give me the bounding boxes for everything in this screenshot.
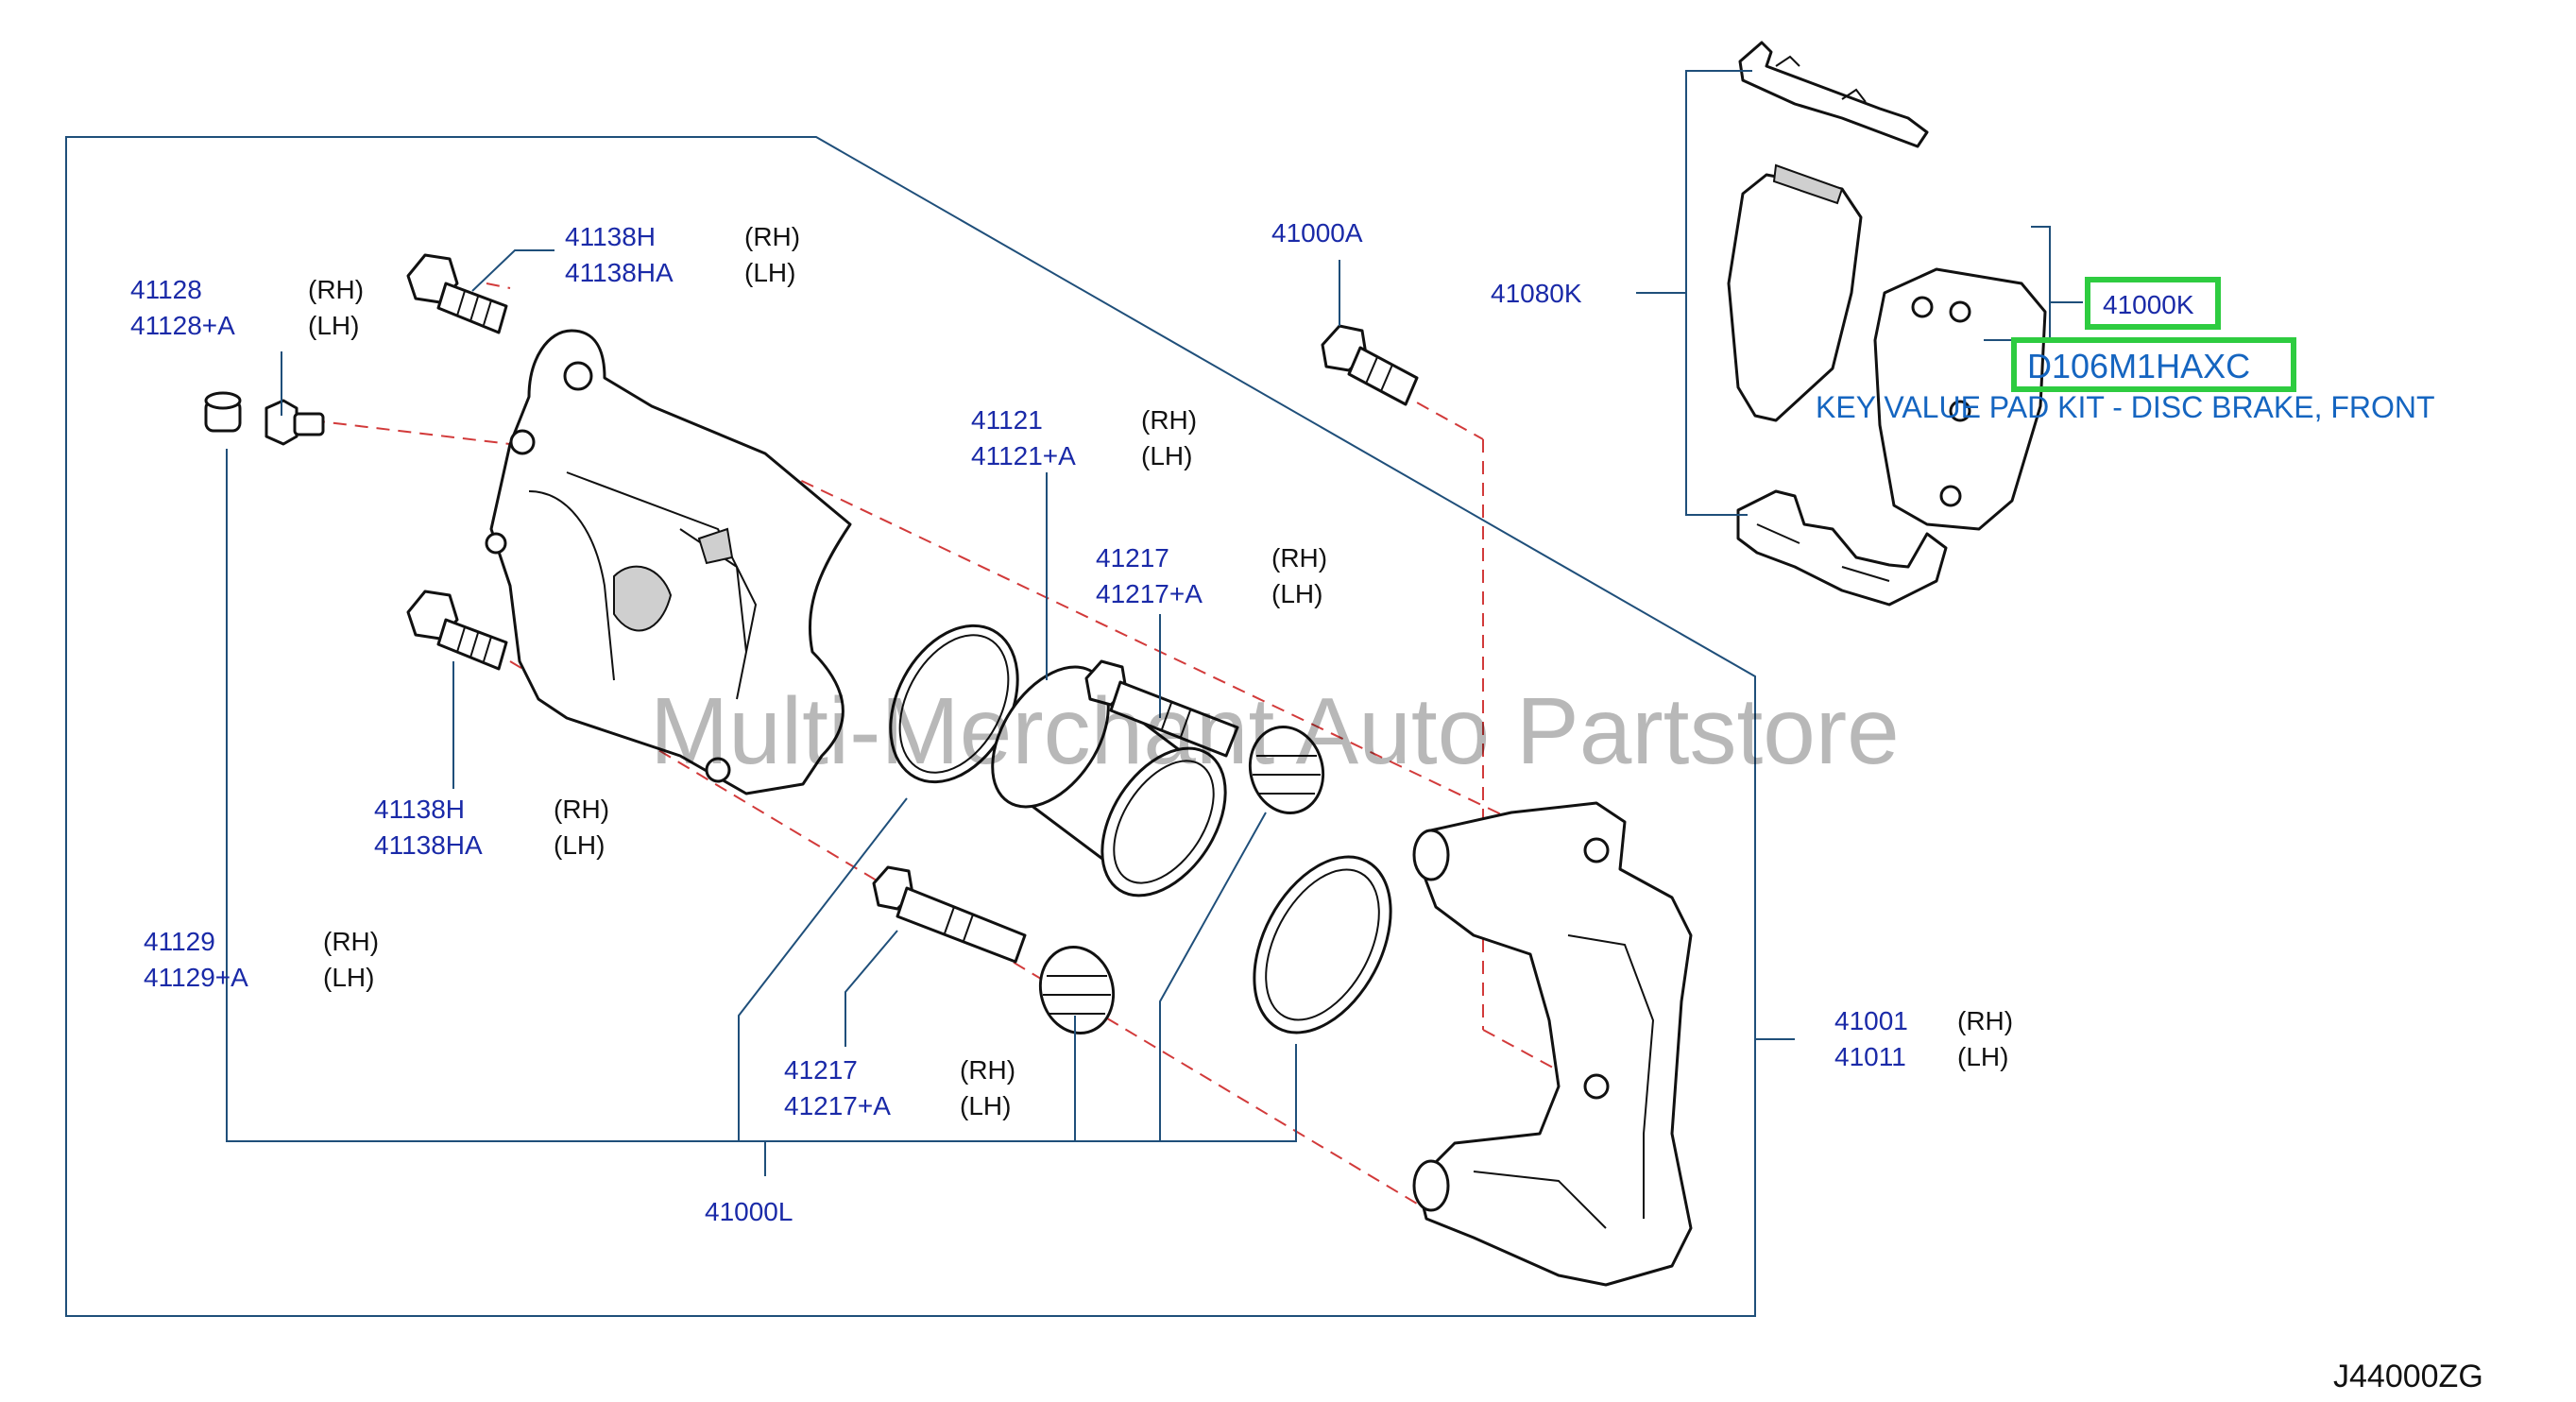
part-number: 41138HA bbox=[374, 830, 483, 860]
side-label: (RH) bbox=[554, 795, 609, 824]
side-label: (LH) bbox=[1141, 441, 1192, 470]
part-number: 41138H bbox=[565, 222, 656, 251]
side-label: (RH) bbox=[308, 275, 364, 304]
callout-41121: 41121 41121+A (RH) (LH) bbox=[971, 405, 1197, 470]
callout-41001: 41001 41011 (RH) (LH) bbox=[1834, 1006, 2013, 1071]
caliper-support-bracket bbox=[1412, 801, 1693, 1287]
pad-clip-upper bbox=[1738, 41, 1929, 148]
highlight-code-box bbox=[2011, 337, 2296, 392]
side-label: (RH) bbox=[960, 1055, 1015, 1085]
slide-pin-upper bbox=[1084, 659, 1239, 758]
part-number: 41129+A bbox=[144, 963, 248, 992]
highlight-part-box bbox=[2085, 277, 2221, 330]
leader-lines bbox=[226, 70, 2083, 1176]
side-label: (LH) bbox=[1271, 579, 1322, 608]
part-number: 41217 bbox=[1096, 543, 1169, 573]
part-number: 41128 bbox=[130, 275, 202, 304]
caliper-piston bbox=[991, 665, 1227, 898]
highlight-part-number: 41000K bbox=[2103, 290, 2194, 319]
highlight-description: KEY VALUE PAD KIT - DISC BRAKE, FRONT bbox=[1816, 390, 2435, 424]
side-label: (RH) bbox=[1141, 405, 1197, 435]
dust-seal bbox=[1253, 855, 1392, 1034]
part-number: 41121+A bbox=[971, 441, 1076, 470]
watermark: Multi-Merchant Auto Partstore bbox=[650, 678, 1900, 784]
side-label: (LH) bbox=[960, 1091, 1011, 1120]
part-number: 41138HA bbox=[565, 258, 674, 287]
part-number: 41217 bbox=[784, 1055, 858, 1085]
guide-bolt-lower bbox=[406, 590, 508, 671]
side-label: (RH) bbox=[744, 222, 800, 251]
side-label: (LH) bbox=[554, 830, 605, 860]
slide-pin-lower bbox=[872, 865, 1027, 964]
highlighted-part[interactable]: 41000K D106M1HAXC KEY VALUE PAD KIT - DI… bbox=[1816, 277, 2435, 424]
side-label: (LH) bbox=[744, 258, 795, 287]
part-number: 41217+A bbox=[784, 1091, 891, 1120]
part-number: 41001 bbox=[1834, 1006, 1908, 1035]
callout-41217-upper: 41217 41217+A (RH) (LH) bbox=[1096, 543, 1327, 608]
callout-41128: 41128 41128+A (RH) (LH) bbox=[130, 275, 364, 340]
side-label: (RH) bbox=[1271, 543, 1327, 573]
diagram-code: J44000ZG bbox=[2333, 1359, 2483, 1394]
highlight-code: D106M1HAXC bbox=[2027, 347, 2250, 385]
part-number: 41121 bbox=[971, 405, 1043, 435]
part-number: 41000L bbox=[705, 1197, 793, 1226]
callout-41000L: 41000L bbox=[705, 1197, 793, 1226]
callout-41129: 41129 41129+A (RH) (LH) bbox=[144, 927, 379, 992]
bleeder-valve bbox=[264, 399, 325, 446]
brake-pad-outer bbox=[1873, 267, 2047, 531]
part-number: 41080K bbox=[1491, 279, 1582, 308]
brake-pad-inner bbox=[1727, 163, 1863, 422]
part-number: 41138H bbox=[374, 795, 465, 824]
part-number: 41217+A bbox=[1096, 579, 1203, 608]
part-number: 41000A bbox=[1271, 218, 1363, 248]
pin-boot-upper bbox=[1248, 725, 1325, 815]
callout-41138H-upper: 41138H 41138HA (RH) (LH) bbox=[565, 222, 800, 287]
side-label: (LH) bbox=[323, 963, 374, 992]
bleeder-cap bbox=[204, 391, 242, 433]
side-label: (RH) bbox=[1957, 1006, 2013, 1035]
caliper-body bbox=[485, 329, 852, 795]
part-number: 41011 bbox=[1834, 1042, 1906, 1071]
part-number: 41129 bbox=[144, 927, 215, 956]
callout-41080K: 41080K bbox=[1491, 279, 1582, 308]
support-mount-bolt bbox=[1321, 324, 1419, 406]
pad-clip-lower bbox=[1736, 489, 1948, 607]
callout-41000A: 41000A bbox=[1271, 218, 1363, 248]
callout-41217-lower: 41217 41217+A (RH) (LH) bbox=[784, 1055, 1015, 1120]
side-label: (LH) bbox=[1957, 1042, 2008, 1071]
part-number: 41128+A bbox=[130, 311, 235, 340]
callout-41138H-lower: 41138H 41138HA (RH) (LH) bbox=[374, 795, 609, 860]
guide-bolt-upper bbox=[406, 253, 508, 334]
assembly-frame bbox=[65, 136, 1756, 1317]
pin-boot-lower bbox=[1038, 945, 1116, 1035]
side-label: (RH) bbox=[323, 927, 379, 956]
side-label: (LH) bbox=[308, 311, 359, 340]
